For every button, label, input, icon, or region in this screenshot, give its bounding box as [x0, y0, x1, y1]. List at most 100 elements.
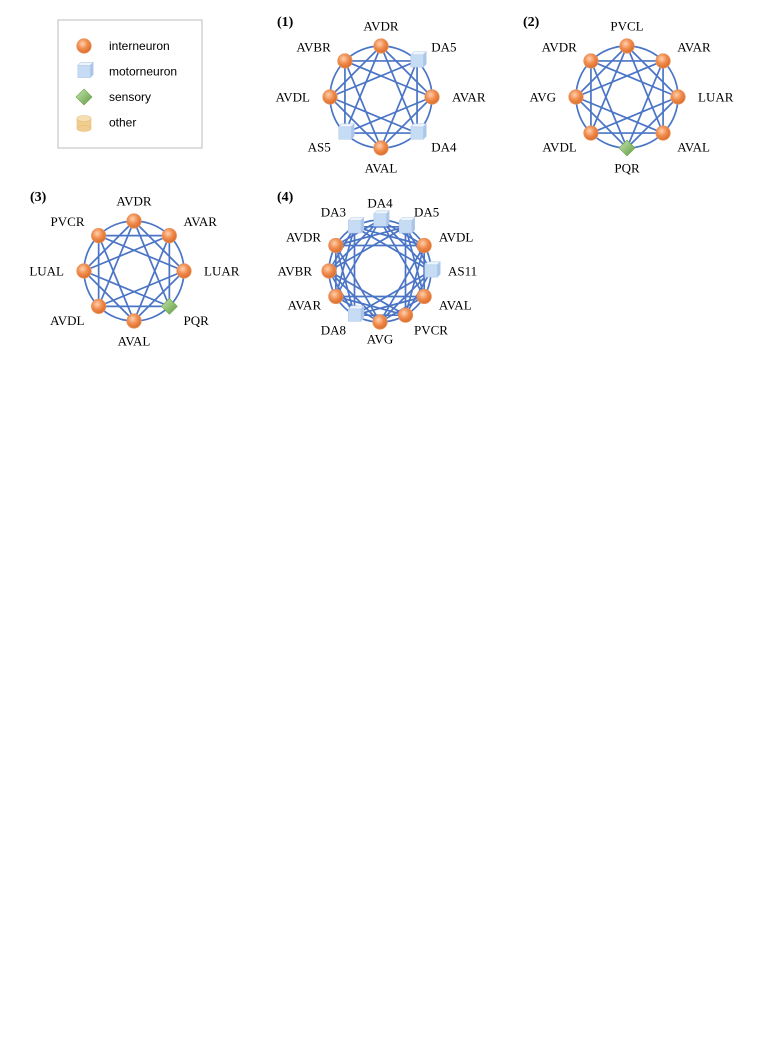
edge — [329, 45, 382, 98]
edge — [83, 270, 135, 322]
node-label: AVDL — [50, 313, 84, 328]
node-label: DA8 — [321, 322, 346, 337]
edge — [354, 270, 432, 316]
node-motorneuron — [398, 216, 416, 234]
node-label: PVCR — [414, 322, 448, 337]
edge — [590, 60, 679, 98]
node-label: AS5 — [308, 140, 331, 155]
node-interneuron — [126, 213, 142, 229]
blue-cube-icon — [77, 61, 94, 79]
panel-tag: (3) — [30, 190, 47, 205]
tan-cylinder-icon — [76, 115, 92, 132]
node-interneuron — [424, 89, 440, 105]
node-label: LUAR — [698, 90, 734, 105]
node-motorneuron — [410, 51, 427, 68]
node-label: AVDL — [276, 90, 310, 105]
orange-circle-icon — [76, 38, 92, 54]
node-interneuron — [91, 298, 107, 314]
node-motorneuron — [373, 210, 390, 227]
node-label: DA5 — [414, 205, 439, 220]
edge — [354, 226, 425, 247]
node-interneuron — [583, 53, 599, 69]
node-interneuron — [568, 89, 584, 105]
edge — [98, 234, 185, 272]
node-motorneuron — [347, 216, 365, 234]
edge — [626, 96, 679, 149]
node-sensory — [160, 297, 178, 315]
node-interneuron — [76, 263, 92, 279]
node-interneuron — [126, 313, 142, 329]
node-label: AVDR — [286, 230, 321, 245]
ring-edges — [328, 219, 432, 323]
node-motorneuron — [424, 261, 441, 278]
node-label: AVBR — [296, 39, 331, 54]
node-interneuron — [91, 228, 107, 244]
node-interneuron — [328, 237, 344, 254]
node-label: DA3 — [321, 205, 346, 220]
legend-label-motorneuron: motorneuron — [109, 65, 177, 79]
node-label: AVDR — [116, 194, 151, 209]
edge — [133, 270, 185, 322]
node-label: AVAL — [118, 334, 151, 349]
node-label: DA5 — [431, 39, 456, 54]
legend-label-sensory: sensory — [109, 90, 151, 104]
node-interneuron — [373, 38, 389, 54]
edge — [575, 96, 628, 149]
node-interneuron — [373, 140, 389, 156]
node-label: AVAR — [677, 39, 711, 54]
node-label: PVCL — [610, 19, 643, 34]
edge — [328, 226, 406, 272]
chord-edges — [329, 45, 433, 149]
node-interneuron — [670, 89, 686, 105]
node-interneuron — [328, 288, 344, 305]
panel-tag: (4) — [277, 190, 294, 205]
node-label: LUAL — [29, 264, 64, 279]
node-interneuron — [655, 125, 671, 141]
node-label: PVCR — [51, 214, 85, 229]
node-interneuron — [176, 263, 192, 279]
node-interneuron — [583, 125, 599, 141]
edge — [575, 45, 628, 98]
edge — [335, 245, 381, 323]
node-label: DA4 — [367, 196, 393, 211]
edge — [379, 219, 425, 297]
edge — [380, 45, 433, 98]
legend-label-other: other — [109, 116, 136, 130]
node-interneuron — [397, 307, 414, 323]
node-label: PQR — [614, 161, 640, 176]
panel-tag: (2) — [523, 15, 540, 30]
panel-4: (4)DA4DA5AVDLAS11AVALPVCRAVGDA8AVARAVBRA… — [277, 190, 477, 347]
node-label: AVAR — [183, 214, 217, 229]
node-interneuron — [322, 89, 338, 105]
edge — [379, 245, 425, 323]
edge — [83, 234, 170, 272]
edge — [328, 270, 406, 316]
edge — [626, 45, 679, 98]
node-interneuron — [416, 288, 432, 305]
node-label: AVAL — [677, 140, 710, 155]
node-motorneuron — [410, 123, 427, 140]
edge — [575, 60, 664, 98]
panel-tag: (1) — [277, 15, 294, 30]
node-label: AVAL — [439, 298, 472, 313]
node-motorneuron — [347, 305, 365, 323]
chord-edges — [575, 45, 679, 149]
node-interneuron — [619, 38, 635, 54]
legend: interneuron motorneuron sensory other — [57, 19, 203, 149]
edge — [354, 226, 432, 272]
node-interneuron — [655, 53, 671, 69]
node-label: AVG — [367, 332, 394, 347]
edge — [329, 60, 418, 98]
node-label: DA4 — [431, 140, 457, 155]
node-motorneuron — [338, 123, 355, 140]
edge — [335, 219, 381, 297]
edge — [133, 220, 185, 272]
node-interneuron — [416, 237, 432, 254]
legend-label-interneuron: interneuron — [109, 39, 170, 53]
node-label: AVDR — [542, 39, 577, 54]
node-label: AVG — [530, 90, 557, 105]
node-label: PQR — [183, 313, 209, 328]
